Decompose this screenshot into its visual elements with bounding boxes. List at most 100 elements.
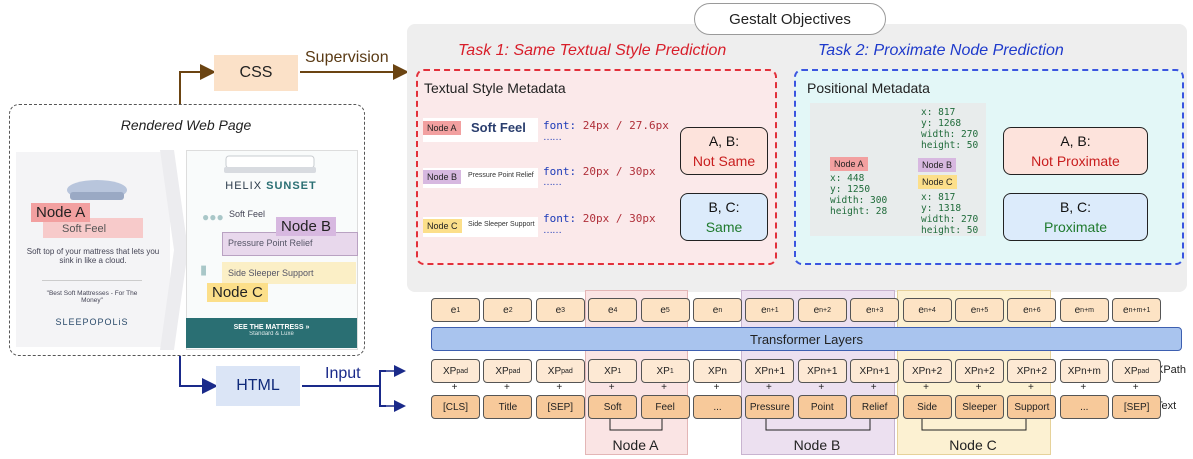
text-token: Title (483, 395, 533, 419)
web-pressure: Pressure Point Relief (228, 238, 313, 248)
supervision-label: Supervision (305, 49, 389, 66)
plus-sign: + (818, 382, 825, 393)
gestalt-objectives-title: Gestalt Objectives (694, 3, 886, 35)
font-spec-b: font: 20px / 30px (543, 165, 656, 178)
cta-footer[interactable]: SEE THE MATTRESS » Standard & Luxe (186, 318, 357, 348)
text-token: Soft (588, 395, 638, 419)
result-not-same: A, B: Not Same (680, 127, 768, 175)
css-box: CSS (214, 55, 298, 91)
xpath-token: XPn+1 (850, 359, 900, 383)
plus-sign: + (451, 382, 458, 393)
sleepopolis-logo: SLEEPOPOLiS (55, 317, 129, 327)
result-label: Not Same (692, 153, 756, 169)
xpath-token: XPn+2 (902, 359, 952, 383)
text-token: Support (1007, 395, 1057, 419)
cta-sub: Standard & Luxe (249, 331, 294, 337)
cta-label[interactable]: SEE THE MATTRESS » (233, 324, 310, 331)
web-right-soft-feel: Soft Feel (229, 209, 266, 219)
input-label: Input (325, 365, 361, 382)
plus-sign: + (503, 382, 510, 393)
font-key: font: (543, 212, 577, 225)
font-value: 20px / 30px (582, 165, 656, 178)
result-proximate: B, C: Proximate (1003, 193, 1148, 241)
side-sleeper-icon: ▮ (200, 262, 208, 277)
helix-sunset-title: HELIX SUNSET (186, 180, 356, 192)
web-left-description: Soft top of your mattress that lets you … (26, 247, 160, 265)
pos-node-c-coords: x: 817 y: 1318 width: 270 height: 50 (921, 192, 979, 236)
pos-node-c-tag: Node C (918, 175, 957, 189)
font-key: font: (543, 165, 577, 178)
result-label: Same (705, 219, 743, 235)
product-brand: HELIX (225, 180, 263, 192)
text-token: [CLS] (431, 395, 480, 419)
font-spec-a: font: 24px / 27.6px (543, 119, 669, 132)
style-row-b: Node B Pressure Point Relief (423, 168, 538, 188)
plus-sign: + (870, 382, 877, 393)
positional-metadata-title: Positional Metadata (807, 80, 930, 96)
result-label: Not Proximate (1031, 153, 1120, 169)
text-token: ... (1059, 395, 1109, 419)
product-model: SUNSET (266, 180, 317, 192)
style-row-a: Node A Soft Feel (423, 118, 538, 142)
font-value: 20px / 30px (582, 212, 656, 225)
xpath-token: XPn (693, 359, 742, 383)
mattress-cloud-icon (67, 180, 127, 200)
node-b-tag: Node B (423, 170, 462, 184)
web-node-b-label: Node B (276, 217, 337, 236)
group-label-b: Node B (793, 437, 841, 453)
group-label-a: Node A (612, 437, 659, 453)
text-token: ... (693, 395, 742, 419)
mattress-icon (224, 155, 316, 173)
pos-node-b-tag: Node B (918, 158, 957, 172)
plus-sign: + (556, 382, 563, 393)
xpath-token: XPn+2 (1007, 359, 1057, 383)
xpath-token: XPn+1 (745, 359, 795, 383)
result-same: B, C: Same (680, 193, 768, 241)
font-value: 24px / 27.6px (582, 119, 669, 132)
group-label-c: Node C (949, 437, 997, 453)
result-label: Proximate (1043, 219, 1108, 235)
plus-sign: + (661, 382, 668, 393)
web-node-c-label: Node C (207, 283, 268, 302)
soft-feel-highlight (43, 218, 143, 238)
text-token: [SEP] (1112, 395, 1162, 419)
dots: …… (543, 177, 562, 188)
rendered-web-page-title: Rendered Web Page (120, 117, 252, 133)
plus-sign: + (975, 382, 982, 393)
font-spec-c: font: 20px / 30px (543, 212, 656, 225)
side-sleeper-sample: Side Sleeper Support (468, 221, 535, 228)
dots: …… (543, 132, 562, 143)
plus-sign: + (923, 382, 930, 393)
css-arrow (179, 64, 216, 104)
textual-style-metadata-title: Textual Style Metadata (424, 80, 566, 96)
xpath-row-label: XPath (1156, 364, 1186, 376)
pos-node-a-coords: x: 448 y: 1250 width: 300 height: 28 (830, 173, 888, 217)
pressure-sample: Pressure Point Relief (468, 172, 534, 179)
soft-feel-icon: ●●● (202, 210, 224, 224)
task1-title: Task 1: Same Textual Style Prediction (458, 42, 727, 59)
result-pair: B, C: (708, 199, 740, 215)
xpath-token: XPn+m (1059, 359, 1109, 383)
web-quote: "Best Soft Mattresses - For The Money" (46, 290, 138, 304)
soft-feel-sample: Soft Feel (471, 120, 526, 135)
result-pair: A, B: (708, 133, 740, 149)
dots: …… (543, 225, 562, 236)
divider (42, 280, 142, 281)
